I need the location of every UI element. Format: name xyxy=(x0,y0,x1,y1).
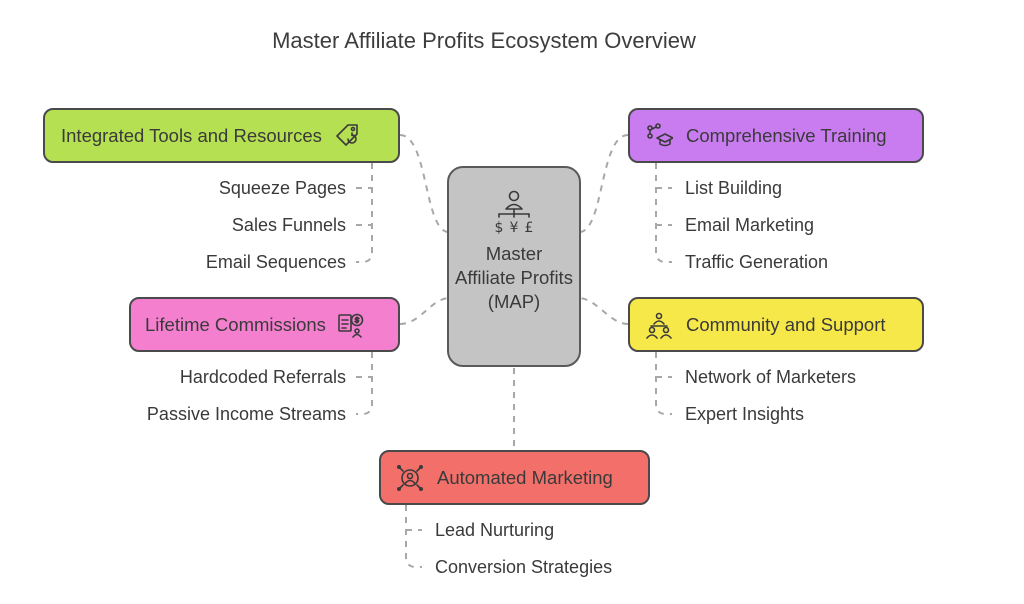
tools-item-2: Sales Funnels xyxy=(231,215,346,235)
svg-text:¥: ¥ xyxy=(510,220,519,236)
branch-community-label: Community and Support xyxy=(686,313,886,335)
commissions-item-2: Passive Income Streams xyxy=(146,404,346,424)
branch-training-label: Comprehensive Training xyxy=(686,124,887,146)
branch-tools-box: Integrated Tools and Resources xyxy=(43,108,400,163)
branch-commissions-box: Lifetime Commissions xyxy=(129,297,400,352)
center-label: Master Affiliate Profits (MAP) xyxy=(455,243,573,312)
branch-automation-label: Automated Marketing xyxy=(437,466,613,488)
community-item-1: Network of Marketers xyxy=(685,367,857,387)
tag-refresh-icon xyxy=(332,121,362,151)
commissions-item-1: Hardcoded Referrals xyxy=(179,367,346,387)
training-item-1: List Building xyxy=(685,178,783,198)
training-item-2: Email Marketing xyxy=(685,215,815,235)
diagram-title: Master Affiliate Profits Ecosystem Overv… xyxy=(272,28,696,53)
target-user-icon xyxy=(395,463,425,493)
team-meeting-icon xyxy=(644,310,674,340)
tools-item-1: Squeeze Pages xyxy=(218,178,346,198)
tools-item-3: Email Sequences xyxy=(205,252,346,272)
svg-text:$: $ xyxy=(495,220,504,236)
branch-training-box: Comprehensive Training xyxy=(628,108,924,163)
branch-commissions-label: Lifetime Commissions xyxy=(145,313,326,335)
automation-item-1: Lead Nurturing xyxy=(435,520,555,540)
person-currency-icon: $ ¥ £ xyxy=(489,190,539,236)
branch-community-box: Community and Support xyxy=(628,297,924,352)
center-node: $ ¥ £ Master Affiliate Profits (MAP) xyxy=(447,166,581,367)
svg-text:£: £ xyxy=(525,220,534,236)
graduation-network-icon xyxy=(644,121,674,151)
community-item-2: Expert Insights xyxy=(685,404,805,424)
branch-tools-label: Integrated Tools and Resources xyxy=(61,124,322,146)
automation-item-2: Conversion Strategies xyxy=(435,557,613,577)
money-report-icon xyxy=(336,310,366,340)
branch-automation-box: Automated Marketing xyxy=(379,450,650,505)
training-item-3: Traffic Generation xyxy=(685,252,829,272)
